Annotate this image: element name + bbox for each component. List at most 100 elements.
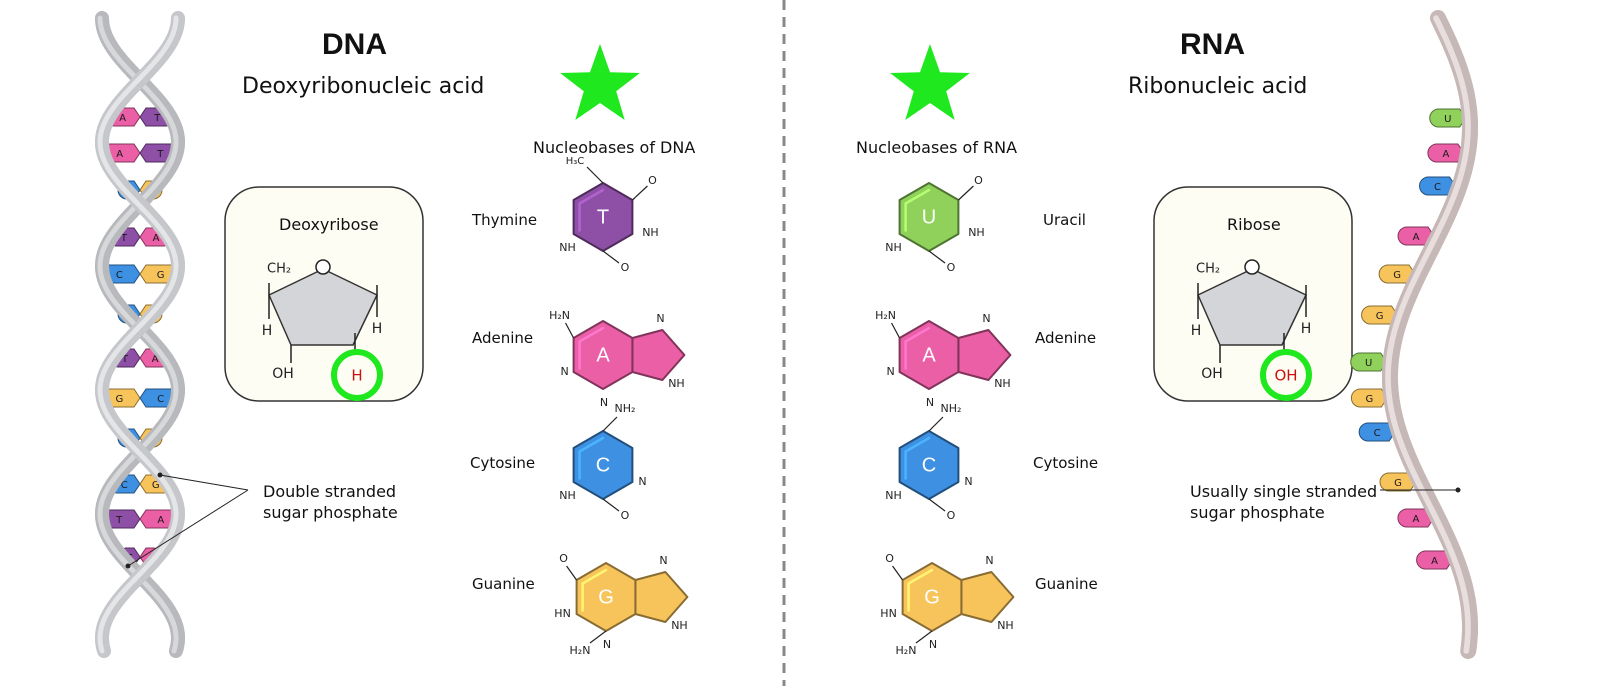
dna-adenine-atom-n1: N [560, 365, 568, 378]
dna-guanine-atom-n3: N [603, 638, 611, 651]
rna-uracil-atom-o1: O [974, 174, 983, 187]
rna-uracil-molecule: O NH O NH U [885, 174, 984, 274]
dna-guanine-atom-hn: HN [554, 607, 571, 620]
rna-helix-base-2-letter: C [1434, 182, 1441, 193]
rna-uracil-atom-nh2: NH [885, 241, 902, 254]
dna-highlight-atom: H [351, 367, 362, 385]
dna-cytosine-atom-nh: NH [559, 489, 576, 502]
rna-adenine-atom-n7: N [982, 312, 990, 325]
dna-guanine-atom-nh9: NH [671, 619, 688, 632]
dna-thymine-atom-nh: NH [642, 226, 659, 239]
dna-base-name-guanine: Guanine [472, 575, 535, 593]
rna-base-name-guanine: Guanine [1035, 575, 1098, 593]
rna-adenine-atom-n3: N [926, 396, 934, 409]
dna-cytosine-atom-n: N [638, 475, 646, 488]
dna-thymine-letter: T [597, 206, 609, 228]
rna-guanine-atom-o6: O [885, 552, 894, 565]
dna-sugar-title: Deoxyribose [279, 215, 379, 234]
dna-h-right: H [372, 321, 383, 337]
rna-uracil-atom-o2: O [947, 261, 956, 274]
rna-guanine-ring-five [961, 572, 1013, 622]
rna-cytosine-atom-o: O [947, 509, 956, 522]
dna-adenine-letter: A [596, 344, 610, 366]
rna-title: RNA [1180, 28, 1245, 62]
dna-helix-pair-7-left-letter: G [116, 394, 124, 405]
rna-helix-base-4-letter: G [1393, 270, 1401, 281]
rna-guanine-atom-n3: N [929, 638, 937, 651]
rna-cytosine-atom-n: N [964, 475, 972, 488]
dna-guanine-atom-h2n: H₂N [570, 644, 591, 657]
rna-uracil-letter: U [922, 206, 936, 228]
rna-adenine-atom-nh9: NH [994, 377, 1011, 390]
dna-thymine-atom-h3c: H₃C [566, 156, 585, 167]
rna-oh: OH [1201, 366, 1223, 382]
rna-adenine-atom-h2n: H₂N [875, 309, 896, 322]
rna-helix-base-9-letter: G [1394, 478, 1402, 489]
rna-base-name-adenine: Adenine [1035, 329, 1096, 347]
dna-title: DNA [322, 28, 387, 62]
dna-helix-pair-1-right-letter: T [156, 149, 164, 160]
dna-thymine-atom-o2: O [621, 261, 630, 274]
rna-adenine-atom-n1: N [886, 365, 894, 378]
rna-helix-base-3-letter: A [1413, 232, 1420, 243]
rna-guanine-molecule: N NH N HN O H₂N G [880, 552, 1013, 657]
dna-thymine-atom-o1: O [648, 174, 657, 187]
dna-strand-note: Double stranded sugar phosphate [263, 481, 398, 523]
rna-guanine-atom-h2n: H₂N [896, 644, 917, 657]
rna-ring-oxygen [1245, 260, 1259, 274]
dna-helix-pair-0-right-letter: T [153, 113, 161, 124]
dna-adenine-ring-five [632, 330, 684, 380]
dna-helix-pair-4-left-letter: C [116, 270, 123, 281]
dna-base-name-thymine: Thymine [472, 211, 537, 229]
dna-helix-pair-7-right-letter: C [157, 394, 164, 405]
dna-helix-pair-10-left-letter: T [115, 515, 123, 526]
rna-strand-note: Usually single stranded sugar phosphate [1190, 481, 1377, 523]
rna-cytosine-atom-nh: NH [885, 489, 902, 502]
dna-helix-pair-0-left-letter: A [119, 113, 126, 124]
dna-ch2: CH₂ [267, 262, 291, 277]
dna-subtitle: Deoxyribonucleic acid [242, 74, 484, 99]
rna-base-name-cytosine: Cytosine [1033, 454, 1098, 472]
rna-adenine-ring-five [958, 330, 1010, 380]
rna-guanine-atom-hn: HN [880, 607, 897, 620]
rna-helix-base-8-letter: C [1374, 428, 1381, 439]
rna-guanine-atom-nh9: NH [997, 619, 1014, 632]
dna-adenine-atom-nh9: NH [668, 377, 685, 390]
rna-helix-base-7-letter: G [1365, 394, 1373, 405]
rna-highlight-atom: OH [1274, 367, 1297, 385]
rna-h-left: H [1191, 323, 1202, 339]
rna-base-name-uracil: Uracil [1043, 211, 1086, 229]
rna-adenine-molecule: N NH N N H₂N A [875, 309, 1011, 409]
rna-helix-base-10-letter: A [1413, 514, 1420, 525]
rna-cytosine-atom-nh2: NH₂ [941, 402, 962, 415]
dna-helix-pair-10-right-letter: A [157, 515, 164, 526]
rna-helix-base-5-letter: G [1376, 311, 1384, 322]
dna-helix-pair-4-right-letter: G [157, 270, 165, 281]
dna-cytosine-atom-o: O [621, 509, 630, 522]
dna-helix-pair-1-left-letter: A [116, 149, 123, 160]
rna-helix-base-0-letter: U [1444, 114, 1451, 125]
rna-sugar-title: Ribose [1227, 215, 1281, 234]
dna-adenine-atom-h2n: H₂N [549, 309, 570, 322]
dna-base-name-adenine: Adenine [472, 329, 533, 347]
rna-ch2: CH₂ [1196, 262, 1220, 277]
dna-oh: OH [272, 366, 294, 382]
rna-guanine-atom-n7: N [985, 554, 993, 567]
dna-guanine-letter: G [598, 586, 614, 608]
rna-callout-dot [1456, 488, 1461, 493]
dna-cytosine-atom-nh2: NH₂ [615, 402, 636, 415]
dna-callout-dot-1 [158, 473, 163, 478]
dna-guanine-atom-n7: N [659, 554, 667, 567]
rna-bases-heading: Nucleobases of RNA [856, 138, 1017, 157]
rna-uracil-atom-nh: NH [968, 226, 985, 239]
rna-guanine-letter: G [924, 586, 940, 608]
rna-adenine-letter: A [922, 344, 936, 366]
dna-bases-heading: Nucleobases of DNA [533, 138, 695, 157]
